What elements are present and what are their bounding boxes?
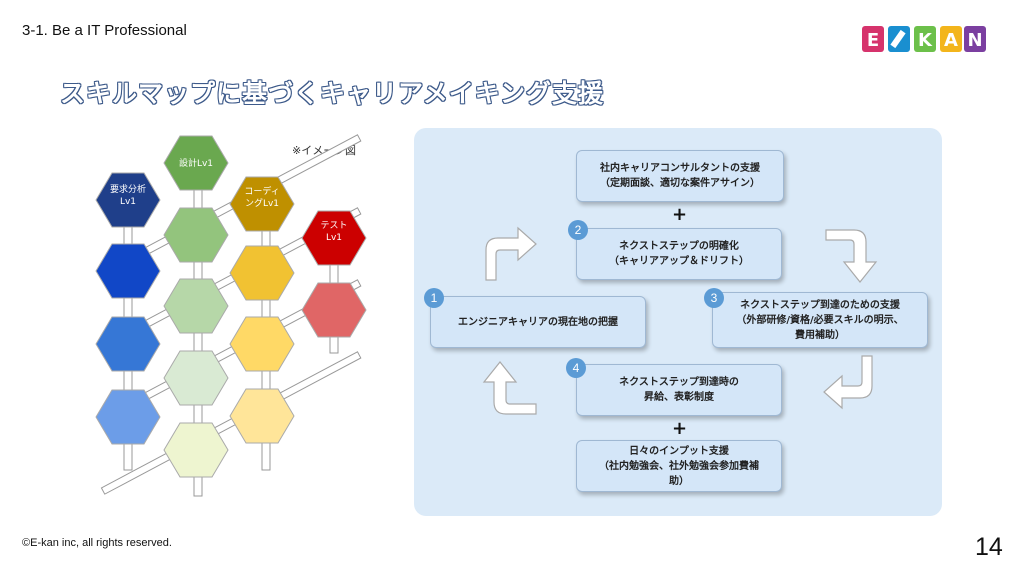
svg-text:N: N [967, 30, 982, 51]
hex-requirements-1 [95, 172, 161, 228]
hex-coding-4 [229, 388, 295, 444]
hex-design-2 [163, 207, 229, 263]
hex-test-2 [301, 282, 367, 338]
hex-design-4 [163, 350, 229, 406]
step-2-number: 2 [568, 220, 588, 240]
hex-requirements-3 [95, 316, 161, 372]
hex-requirements-2 [95, 243, 161, 299]
label-coding: コーディングLv1 [244, 185, 279, 209]
skill-hex-map: 要求分析 Lv1 設計Lv1 コーディングLv1 テスト Lv1 [95, 134, 367, 497]
step-3-number: 3 [704, 288, 724, 308]
copyright: ©E-kan inc, all rights reserved. [22, 537, 172, 549]
hex-design-5 [163, 422, 229, 478]
section-title: 3-1. Be a IT Professional [22, 22, 187, 39]
svg-text:K: K [918, 30, 933, 51]
hex-coding-3 [229, 316, 295, 372]
label-design: 設計Lv1 [179, 157, 213, 169]
svg-text:A: A [944, 30, 958, 51]
label-requirements: 要求分析 Lv1 [110, 183, 146, 207]
page-number: 14 [975, 533, 1003, 561]
hex-design-3 [163, 278, 229, 334]
bottom-box: 日々のインプット支援 （社内勉強会、社外勉強会参加費補 助） [576, 440, 782, 492]
hex-coding-1 [229, 176, 295, 232]
hex-test-1 [301, 210, 367, 266]
arrow-right-down-icon [825, 229, 878, 283]
hex-coding-2 [229, 245, 295, 301]
step-2-box: ネクストステップの明確化 （キャリアアップ＆ドリフト） [576, 228, 782, 280]
label-test-line: テスト [320, 220, 347, 231]
step-4-number: 4 [566, 358, 586, 378]
hex-requirements-4 [95, 389, 161, 445]
step-1-number: 1 [424, 288, 444, 308]
label-coding-line: コーディ [244, 185, 279, 197]
arrow-up-right-icon [485, 226, 537, 281]
arrow-down-left-icon [823, 355, 873, 410]
arrow-left-up-icon [482, 361, 537, 415]
company-logo: E K A N [862, 26, 986, 52]
plus-sign-top: + [672, 204, 688, 225]
slide-title: スキルマップに基づくキャリアメイキング支援 [60, 79, 605, 108]
top-box: 社内キャリアコンサルタントの支援 （定期面談、適切な案件アサイン） [576, 150, 784, 202]
label-requirements-line: Lv1 [120, 197, 136, 207]
hex-design-1 [163, 135, 229, 191]
svg-text:E: E [867, 30, 879, 51]
label-test: テスト Lv1 [320, 220, 347, 243]
step-1-box: エンジニアキャリアの現在地の把握 [430, 296, 646, 348]
label-requirements-line: 要求分析 [110, 183, 146, 195]
plus-sign-bottom: + [672, 418, 688, 439]
step-3-box: ネクストステップ到達のための支援 （外部研修/資格/必要スキルの明示、 費用補助… [712, 292, 928, 348]
step-4-box: ネクストステップ到達時の 昇給、表彰制度 [576, 364, 782, 416]
label-design-line: 設計Lv1 [179, 157, 213, 169]
career-process-panel: 社内キャリアコンサルタントの支援 （定期面談、適切な案件アサイン） + ネクスト… [414, 128, 942, 516]
label-coding-line: ングLv1 [245, 197, 279, 209]
label-test-line: Lv1 [326, 233, 342, 243]
